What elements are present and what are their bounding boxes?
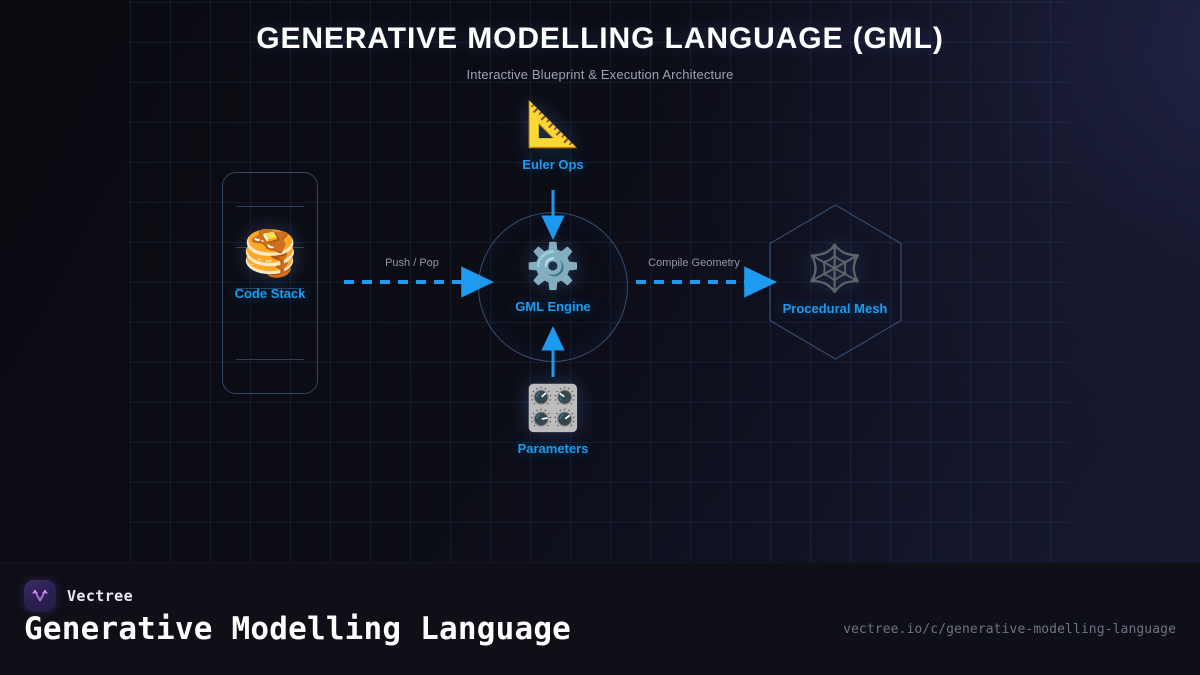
code-stack-divider (236, 288, 304, 289)
vectree-logo-icon (24, 580, 56, 612)
node-gml-engine[interactable]: ⚙️ GML Engine (473, 242, 633, 315)
page-subtitle: Interactive Blueprint & Execution Archit… (466, 67, 734, 82)
code-stack-divider (236, 206, 304, 207)
node-label-gml-engine: GML Engine (515, 299, 591, 314)
procedural-mesh-hexagon (766, 202, 905, 362)
control-knobs-icon: 🎛️ (525, 384, 581, 433)
brand[interactable]: Vectree (24, 580, 133, 612)
pancakes-icon: 🥞 (242, 229, 298, 278)
footer-url[interactable]: vectree.io/c/generative-modelling-langua… (843, 622, 1176, 637)
node-label-code-stack: Code Stack (234, 286, 306, 301)
code-stack-divider (236, 247, 304, 248)
gear-icon: ⚙️ (525, 242, 581, 291)
node-label-procedural-mesh: Procedural Mesh (782, 301, 888, 316)
footer: Vectree Generative Modelling Language (0, 562, 1200, 675)
gml-engine-circle (478, 212, 628, 362)
footer-title: Generative Modelling Language (24, 611, 572, 647)
code-stack-divider (236, 359, 304, 360)
header: GENERATIVE MODELLING LANGUAGE (GML) Inte… (0, 0, 1200, 82)
spider-web-icon: 🕸️ (806, 242, 864, 294)
node-label-parameters: Parameters (517, 441, 589, 456)
triangular-ruler-icon: 📐 (525, 100, 581, 149)
architecture-diagram: 📐 Euler Ops 🥞 Code Stack ⚙️ GML Engine 🕸… (190, 100, 915, 457)
brand-name: Vectree (67, 587, 134, 605)
node-label-euler-ops: Euler Ops (522, 157, 584, 172)
node-procedural-mesh[interactable]: 🕸️ Procedural Mesh (755, 245, 915, 316)
code-stack-frame (222, 172, 318, 394)
edge-label-compile-geometry: Compile Geometry (648, 257, 740, 269)
node-euler-ops[interactable]: 📐 Euler Ops (473, 100, 633, 173)
page-title: GENERATIVE MODELLING LANGUAGE (GML) (256, 22, 944, 55)
node-code-stack[interactable]: 🥞 Code Stack (190, 229, 350, 302)
node-parameters[interactable]: 🎛️ Parameters (473, 384, 633, 457)
edge-label-push-pop: Push / Pop (385, 257, 439, 269)
